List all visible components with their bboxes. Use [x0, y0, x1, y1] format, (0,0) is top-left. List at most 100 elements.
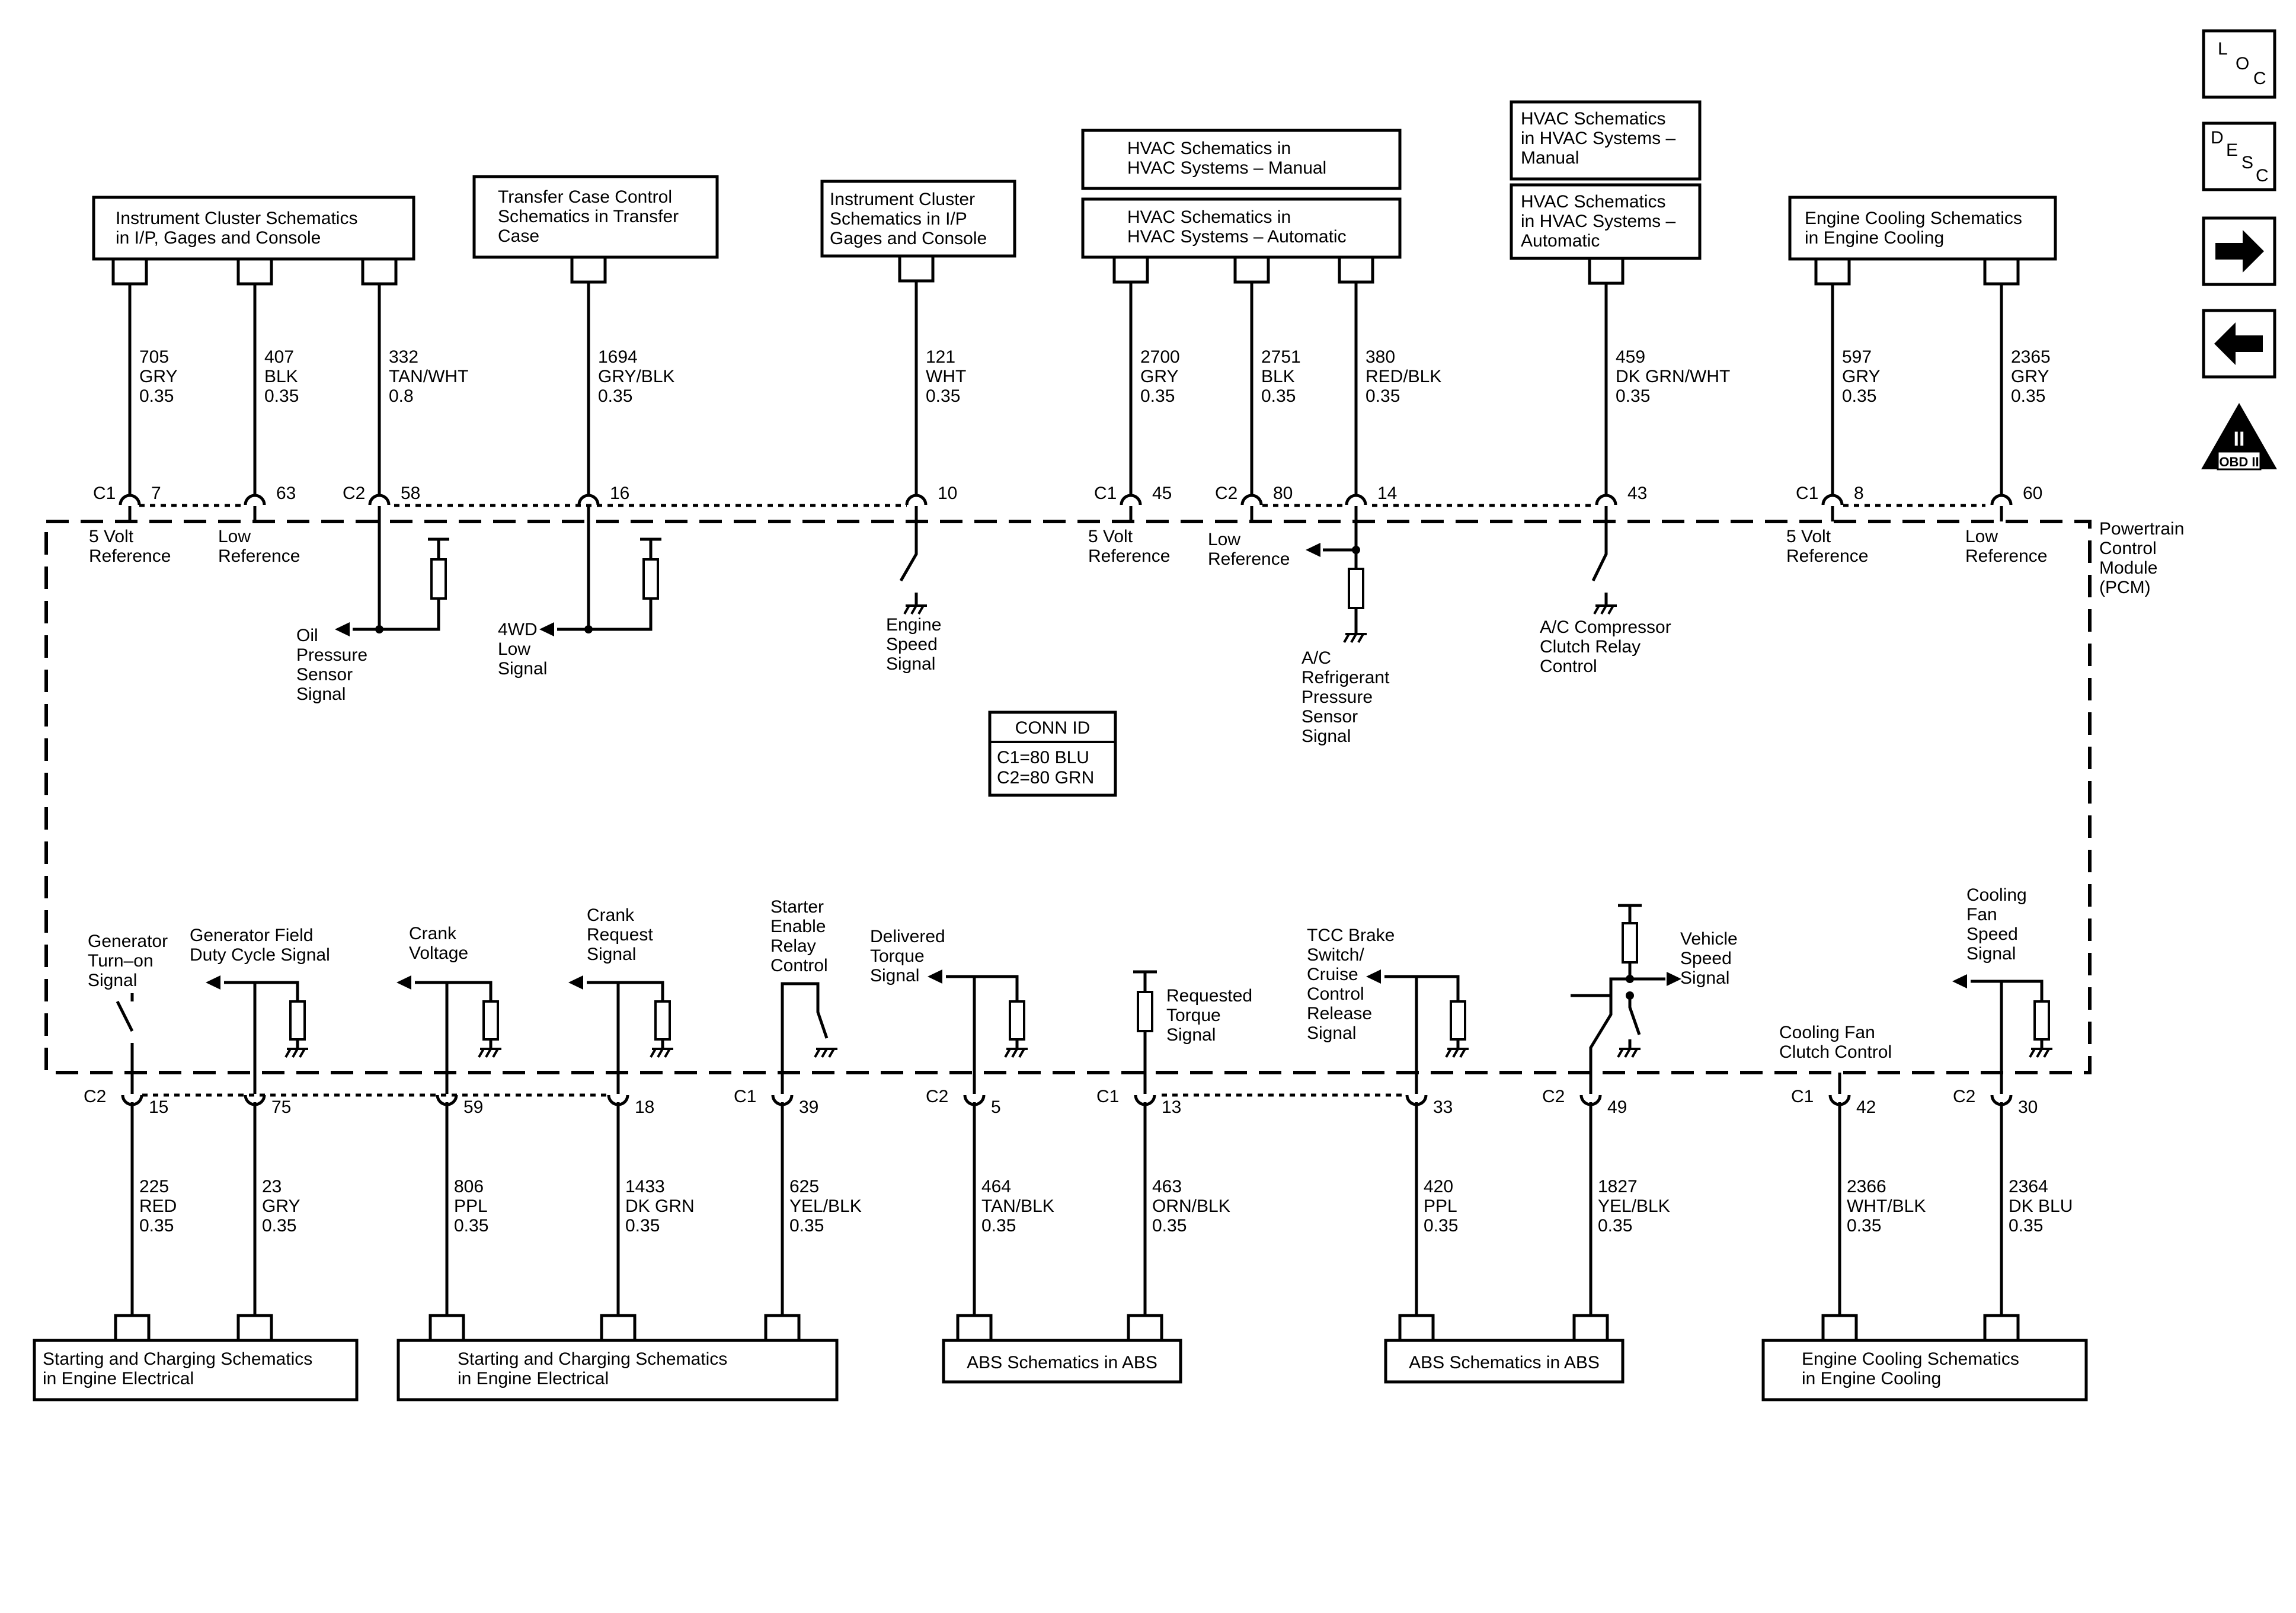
ground-icon: [1004, 1048, 1028, 1058]
pin-number: 45: [1152, 484, 1172, 503]
ground-icon: [650, 1048, 673, 1058]
desc-letter: C: [2256, 166, 2269, 185]
arrow-left-icon: [335, 622, 350, 636]
connector-pin-icon: [244, 494, 266, 505]
pin-number: 16: [610, 484, 629, 503]
ground-icon: [1617, 1048, 1641, 1058]
ground-icon: [1445, 1048, 1469, 1058]
loc-letter: C: [2253, 69, 2266, 88]
pin-number: 14: [1377, 484, 1397, 503]
ground-icon: [1343, 633, 1367, 643]
arrow-left-icon: [1306, 543, 1320, 557]
arrow-left-icon: [568, 975, 583, 990]
connector-pin-icon: [1240, 494, 1263, 505]
conn-id-title: CONN ID: [1015, 718, 1091, 738]
nav-desc-button[interactable]: D E S C: [2202, 121, 2276, 191]
ground-icon: [814, 1048, 837, 1058]
pin-number: 5: [991, 1097, 1001, 1117]
prev-page-button[interactable]: [2202, 309, 2276, 379]
pin-number: 43: [1627, 484, 1647, 503]
terminal-tab: [428, 1314, 465, 1340]
bottom-box: ABS Schematics in ABS: [1384, 1339, 1625, 1384]
arrow-right-icon: [1667, 972, 1681, 986]
bottom-box: ABS Schematics in ABS: [942, 1339, 1182, 1384]
ground-icon: [478, 1048, 501, 1058]
arrow-left-icon: [1952, 974, 1967, 988]
svg-text:ABS Schematics in ABS: ABS Schematics in ABS: [967, 1353, 1157, 1372]
connector-pin-icon: [1821, 494, 1844, 505]
circuit-marks: [206, 543, 1967, 1000]
conn-id-line: C1=80 BLU: [997, 748, 1089, 767]
next-page-button[interactable]: [2202, 216, 2276, 286]
connector-pin-icon: [1120, 494, 1142, 505]
ground-symbols: [284, 604, 2052, 1058]
terminal-tab: [361, 259, 398, 286]
connector-pin-icon: [1595, 494, 1617, 505]
terminal-tab: [956, 1314, 993, 1340]
connector-id: C1: [1791, 1087, 1814, 1106]
terminal-tab: [600, 1314, 637, 1340]
terminal-tab: [764, 1314, 801, 1340]
svg-text:ABS Schematics in ABS: ABS Schematics in ABS: [1409, 1353, 1600, 1372]
connector-id: C2: [1953, 1087, 1975, 1106]
loc-letter: L: [2218, 39, 2228, 59]
pin-number: 33: [1433, 1097, 1453, 1117]
pin-number: 60: [2023, 484, 2042, 503]
terminal-tab: [236, 1314, 273, 1340]
pin-number: 75: [271, 1097, 291, 1117]
terminal-tab: [1398, 1314, 1435, 1340]
arrow-left-icon: [206, 975, 220, 990]
terminal-tab: [570, 257, 607, 284]
ground-icon: [903, 604, 927, 615]
terminal-tab: [111, 259, 148, 286]
pin-number: 59: [463, 1097, 483, 1117]
pin-number: 8: [1854, 484, 1864, 503]
nav-loc-button[interactable]: L O C: [2202, 29, 2276, 99]
desc-letter: S: [2241, 153, 2253, 172]
pin-number: 58: [401, 484, 420, 503]
loc-letter: O: [2236, 54, 2249, 73]
connector-id: C1: [93, 484, 116, 503]
